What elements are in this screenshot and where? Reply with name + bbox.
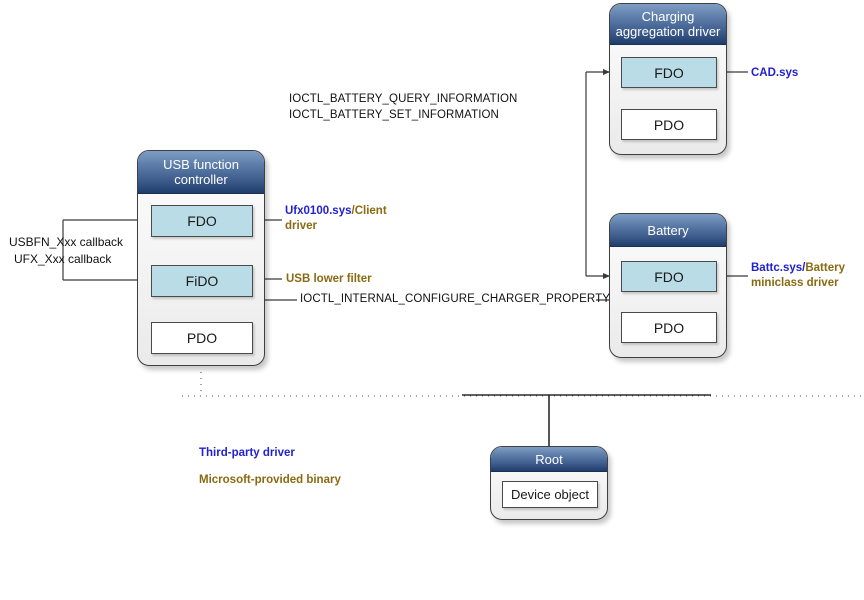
stack-battery[interactable]: Battery FDO PDO (609, 213, 727, 358)
stack-root[interactable]: Root Device object (490, 446, 608, 520)
annotation-ufx-separator: / (351, 205, 355, 217)
label-ufx-callback: UFX_Xxx callback (14, 252, 112, 266)
device-box-device-object-root[interactable]: Device object (502, 481, 598, 508)
label-ioctl-battery-query: IOCTL_BATTERY_QUERY_INFORMATION (289, 93, 518, 105)
stack-header-root: Root (491, 447, 607, 472)
label-ioctl-battery-set: IOCTL_BATTERY_SET_INFORMATION (289, 109, 499, 121)
annotation-usb-lower-filter: USB lower filter (286, 273, 372, 285)
annotation-battc-binary: Battc.sys/ (751, 262, 806, 274)
legend-microsoft-provided-binary: Microsoft-provided binary (199, 474, 341, 486)
annotation-ufx-driver: Ufx0100.sys/Client driver (285, 204, 405, 234)
device-box-pdo-battery[interactable]: PDO (621, 312, 717, 343)
stack-header-charging-aggregation-driver: Charging aggregation driver (610, 4, 726, 45)
device-box-pdo-usb[interactable]: PDO (151, 322, 253, 354)
stack-usb-function-controller[interactable]: USB function controller FDO FiDO PDO (137, 150, 265, 366)
device-box-fdo-battery[interactable]: FDO (621, 261, 717, 292)
stack-header-battery: Battery (610, 214, 726, 247)
legend-third-party-driver: Third-party driver (199, 447, 295, 459)
label-ioctl-charger-property: IOCTL_INTERNAL_CONFIGURE_CHARGER_PROPERT… (300, 293, 610, 305)
stack-header-usb-function-controller: USB function controller (138, 151, 264, 194)
annotation-battc-role: Battery miniclass driver (751, 262, 845, 289)
device-box-fido-usb[interactable]: FiDO (151, 265, 253, 297)
stack-charging-aggregation-driver[interactable]: Charging aggregation driver FDO PDO (609, 3, 727, 155)
device-box-fdo-usb[interactable]: FDO (151, 205, 253, 237)
annotation-battc-driver: Battc.sys/Battery miniclass driver (751, 261, 863, 291)
annotation-cad-binary: CAD.sys (751, 67, 799, 79)
annotation-ufx-role: Client driver (285, 205, 387, 232)
annotation-ufx-binary: Ufx0100.sys (285, 205, 352, 217)
label-usbfn-callback: USBFN_Xxx callback (9, 235, 124, 249)
device-box-fdo-cad[interactable]: FDO (621, 57, 717, 88)
device-box-pdo-cad[interactable]: PDO (621, 109, 717, 140)
